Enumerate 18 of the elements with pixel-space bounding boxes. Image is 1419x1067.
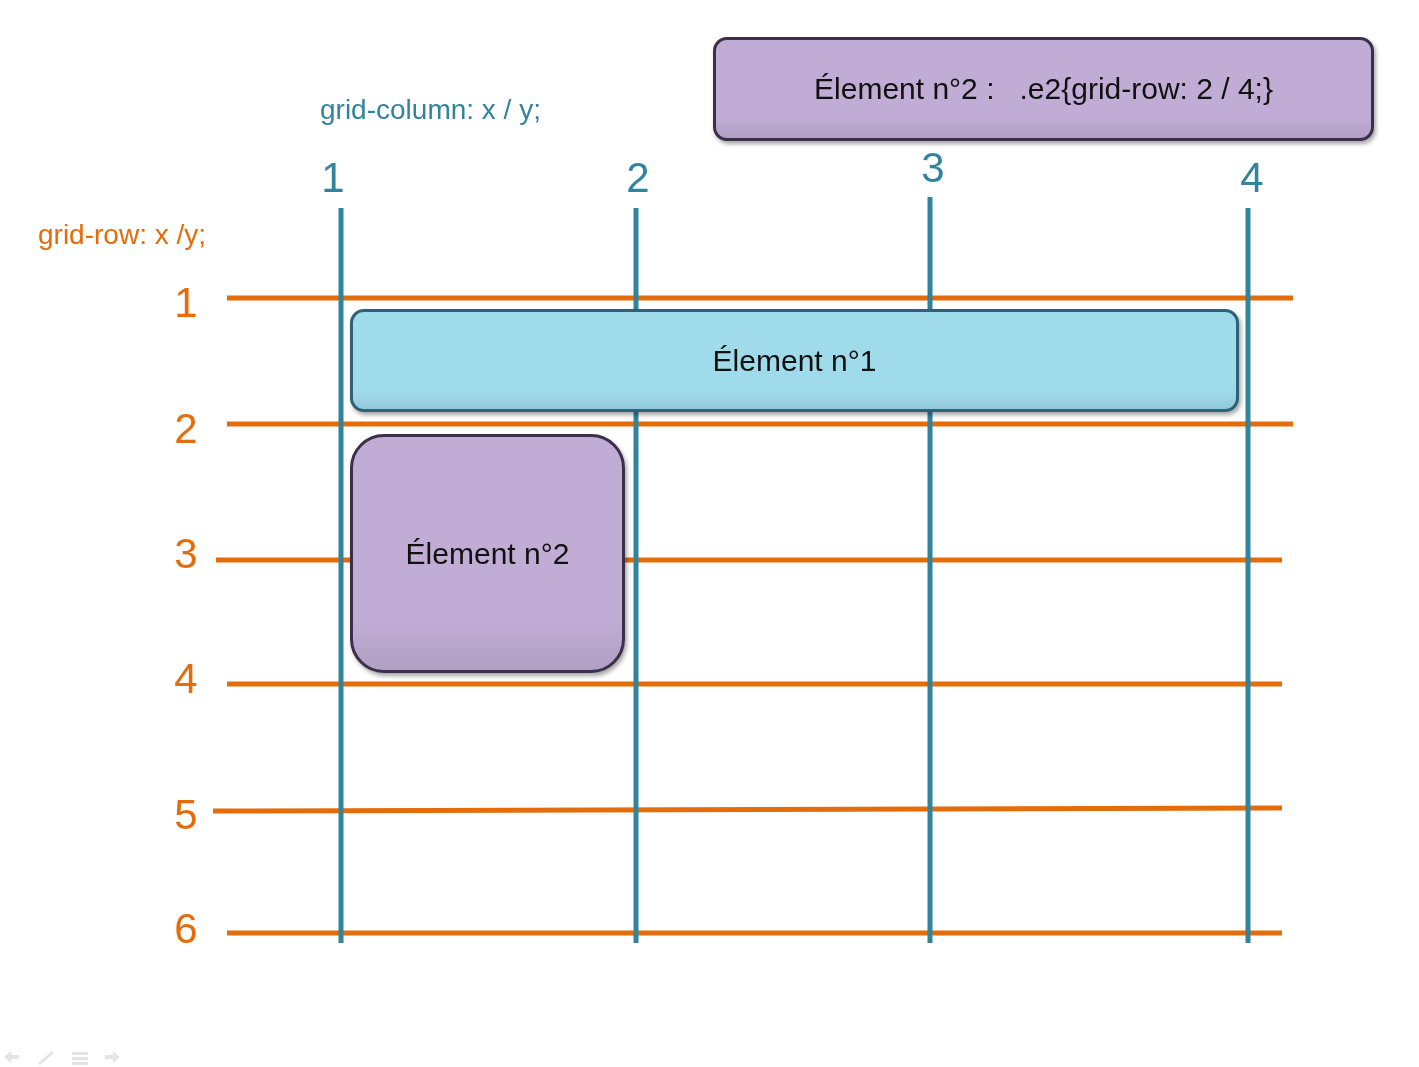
code-callout-box [713, 37, 1374, 141]
row-line-number: 4 [174, 658, 198, 700]
axis-caption: grid-column: x / y; [320, 96, 541, 124]
column-line-number: 1 [321, 157, 345, 199]
box-text: Élement n°2 [405, 536, 570, 571]
row-line-number: 1 [174, 282, 198, 324]
box-text: Élement n°2 : .e2{grid-row: 2 / 4;} [814, 72, 1273, 106]
column-line-number: 4 [1240, 157, 1264, 199]
row-line-number: 6 [174, 908, 198, 950]
row-line-number: 3 [174, 533, 198, 575]
grid-item-box [350, 434, 625, 673]
column-line-number: 2 [626, 157, 650, 199]
grid-item-box [350, 309, 1239, 412]
row-line-number: 2 [174, 408, 198, 450]
axis-caption: grid-row: x /y; [38, 221, 207, 249]
box-text: Élement n°1 [712, 343, 877, 378]
column-line-number: 3 [921, 147, 945, 189]
row-line-number: 5 [174, 794, 198, 836]
